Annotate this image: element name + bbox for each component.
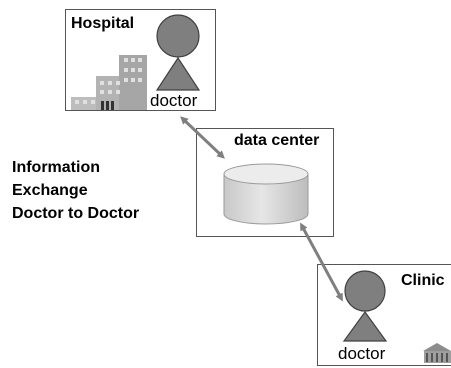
caption-line-1: Information — [12, 159, 100, 176]
caption-line-2: Exchange — [12, 182, 88, 199]
data-center-title: data center — [234, 132, 320, 149]
clinic-doctor-label: doctor — [338, 344, 386, 363]
information-exchange-caption: Information Exchange Doctor to Doctor — [12, 156, 139, 225]
hospital-doctor-person-icon — [155, 14, 201, 91]
hospital-doctor-label: doctor — [150, 91, 198, 110]
hospital-datacenter-arrow — [180, 116, 225, 159]
hospital-title: Hospital — [71, 15, 135, 32]
clinic-title: Clinic — [401, 272, 445, 289]
clinic-doctor-person-icon — [342, 270, 388, 342]
caption-line-3: Doctor to Doctor — [12, 205, 140, 222]
hospital-building-icon — [71, 55, 147, 110]
database-cylinder-icon — [223, 163, 309, 225]
clinic-building-icon — [423, 343, 451, 363]
datacenter-clinic-arrow — [300, 222, 343, 302]
